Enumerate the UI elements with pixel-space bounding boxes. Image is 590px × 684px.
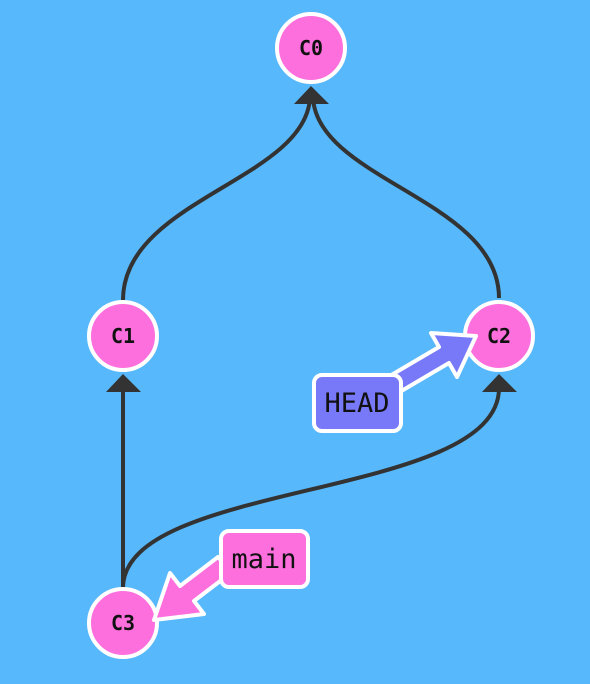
main-label: main	[231, 544, 296, 575]
arrowhead-c2	[482, 374, 517, 392]
ref-head[interactable]: HEAD	[312, 331, 478, 433]
head-arrow-icon	[386, 331, 478, 395]
edge-c1-c0	[121, 97, 312, 301]
ref-main[interactable]: main	[152, 529, 310, 622]
arrowhead-c1	[106, 374, 141, 392]
head-badge	[312, 373, 403, 433]
edge-c2-c0	[311, 97, 501, 299]
commit-label: C0	[299, 36, 323, 60]
commit-c1[interactable]: C1	[87, 300, 159, 372]
commit-c0[interactable]: C0	[275, 12, 347, 84]
commit-c3[interactable]: C3	[87, 587, 159, 659]
commit-label: C2	[487, 324, 511, 348]
head-label: HEAD	[324, 388, 389, 419]
commit-label: C1	[111, 324, 135, 348]
commit-label: C3	[111, 611, 135, 635]
main-badge	[219, 529, 310, 589]
edges	[121, 97, 501, 589]
edge-c3-c2	[121, 387, 501, 589]
arrowheads	[106, 86, 517, 392]
main-arrow-icon	[152, 555, 234, 622]
arrowhead-c0	[294, 86, 329, 104]
